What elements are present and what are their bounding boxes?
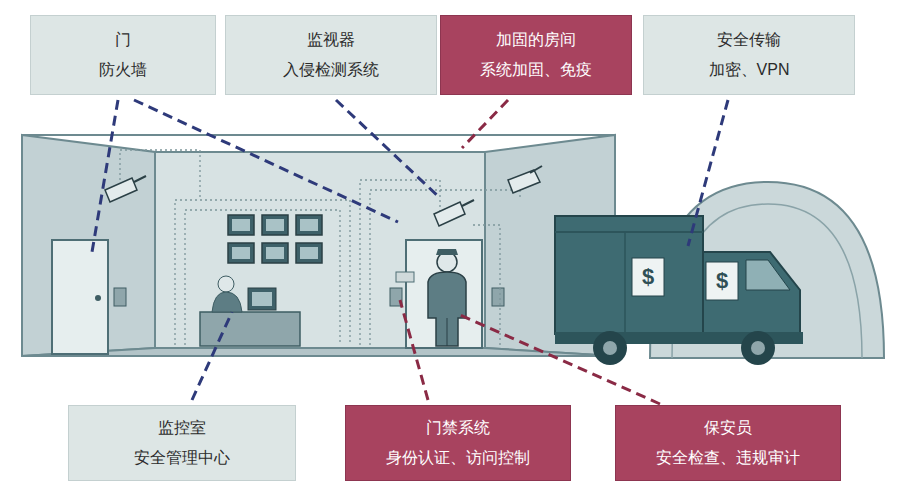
label-box: 安全传输加密、VPN (643, 15, 855, 95)
box-body: 身份认证、访问控制 (386, 447, 530, 469)
dollar-sign: $ (634, 262, 662, 292)
dollar-sign: $ (708, 266, 736, 296)
box-heading: 监控室 (158, 417, 206, 439)
label-box: 监控室安全管理中心 (68, 405, 296, 481)
box-body: 安全检查、违规审计 (656, 447, 800, 469)
box-body: 入侵检测系统 (283, 59, 379, 81)
box-body: 防火墙 (99, 59, 147, 81)
box-heading: 门禁系统 (426, 417, 490, 439)
box-heading: 保安员 (704, 417, 752, 439)
label-box: 加固的房间系统加固、免疫 (440, 15, 632, 95)
label-box: 保安员安全检查、违规审计 (615, 405, 841, 481)
label-box: 门禁系统身份认证、访问控制 (345, 405, 571, 481)
box-body: 加密、VPN (709, 59, 790, 81)
box-heading: 安全传输 (717, 29, 781, 51)
box-body: 系统加固、免疫 (480, 59, 592, 81)
box-heading: 监视器 (307, 29, 355, 51)
box-heading: 加固的房间 (496, 29, 576, 51)
label-box: 监视器入侵检测系统 (225, 15, 437, 95)
box-body: 安全管理中心 (134, 447, 230, 469)
box-heading: 门 (115, 29, 131, 51)
label-box: 门防火墙 (30, 15, 216, 95)
